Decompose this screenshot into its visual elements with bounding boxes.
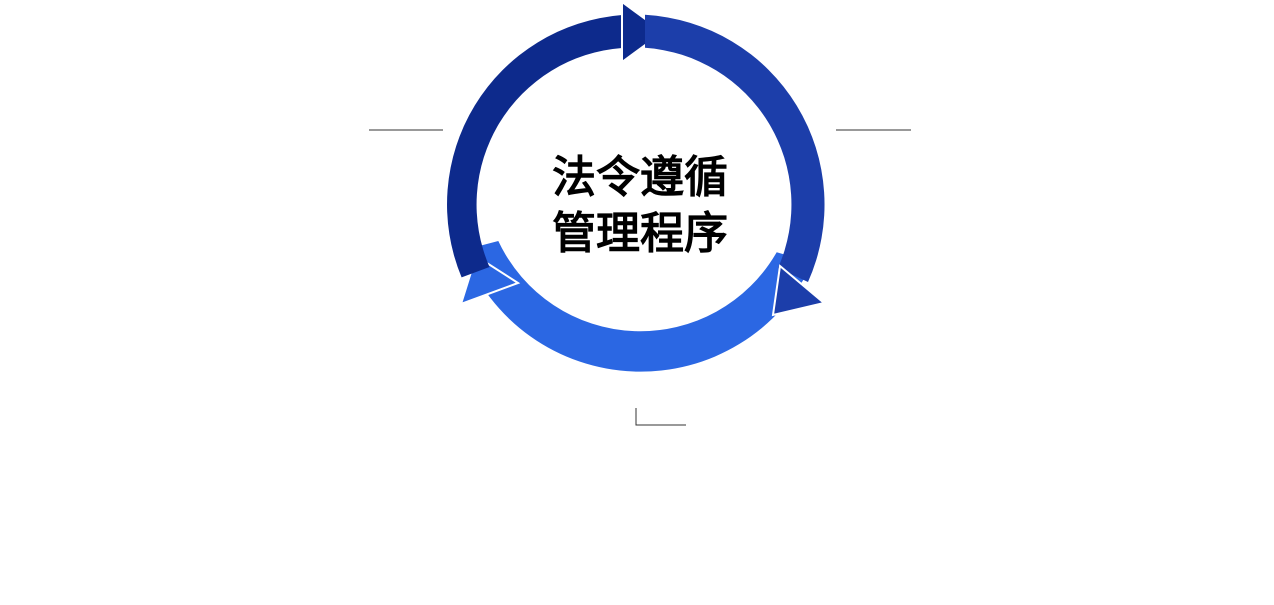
cycle-arrow-bottom — [463, 241, 813, 372]
center-title-line1: 法令遵循 — [552, 152, 728, 203]
cycle-arrow-top — [447, 15, 622, 278]
cycle-arrowhead-top — [621, 0, 665, 64]
cycle-arrowhead-right — [771, 264, 827, 317]
cycle-arrow-right — [645, 14, 825, 283]
connector-bottom — [635, 408, 686, 426]
center-title: 法令遵循 管理程序 — [520, 150, 760, 262]
center-title-line2: 管理程序 — [552, 208, 728, 259]
